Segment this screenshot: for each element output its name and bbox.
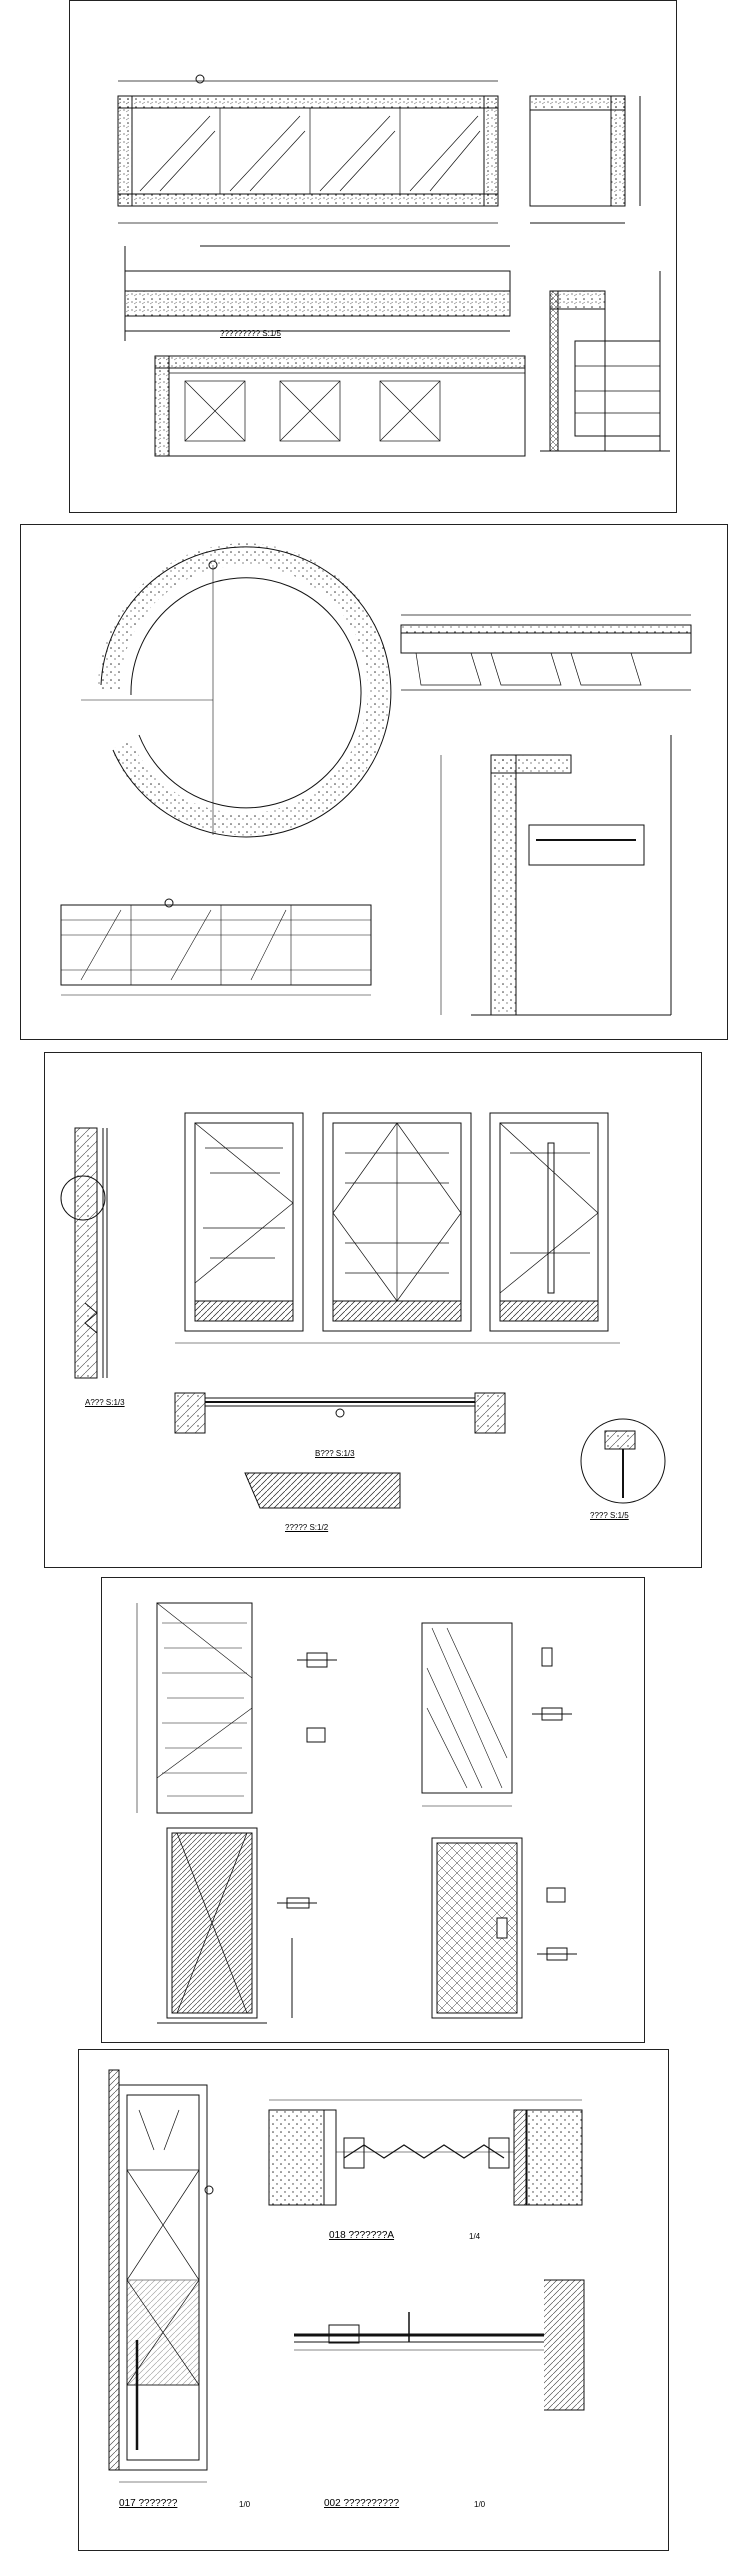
- glass-door-drawing: [108, 2069, 585, 2483]
- section-b-label: B??? S:1/3: [315, 1449, 355, 1458]
- sheet-1-scale-label: ????????? S:1/5: [220, 329, 281, 338]
- detail-018-scale: 1/4: [469, 2232, 481, 2241]
- circle-detail-label: ???? S:1/5: [590, 1511, 629, 1520]
- round-counter-drawing: [60, 543, 692, 1016]
- door-017-scale: 1/0: [239, 2500, 251, 2509]
- drawing-sheet-4: [101, 1577, 645, 2043]
- drawing-sheet-1: ????????? S:1/5: [69, 0, 677, 513]
- detail-018-label: 018 ???????A: [329, 2230, 395, 2241]
- detail-002-label: 002 ??????????: [324, 2498, 400, 2509]
- profile-detail-label: ????? S:1/2: [285, 1523, 329, 1532]
- door-elevations-drawing: [60, 1112, 666, 1509]
- door-017-label: 017 ???????: [119, 2498, 178, 2509]
- drawing-sheet-5: 017 ??????? 1/0 018 ???????A 1/4 002 ???…: [78, 2049, 669, 2551]
- detail-002-scale: 1/0: [474, 2500, 486, 2509]
- section-a-label: A??? S:1/3: [85, 1398, 125, 1407]
- counter-elevation-drawing: [117, 74, 670, 457]
- drawing-sheet-2: [20, 524, 728, 1040]
- drawing-sheet-3: A??? S:1/3 B??? S:1/3 ????? S:1/2 ???? S…: [44, 1052, 702, 1568]
- door-set-drawing: [136, 1602, 577, 2024]
